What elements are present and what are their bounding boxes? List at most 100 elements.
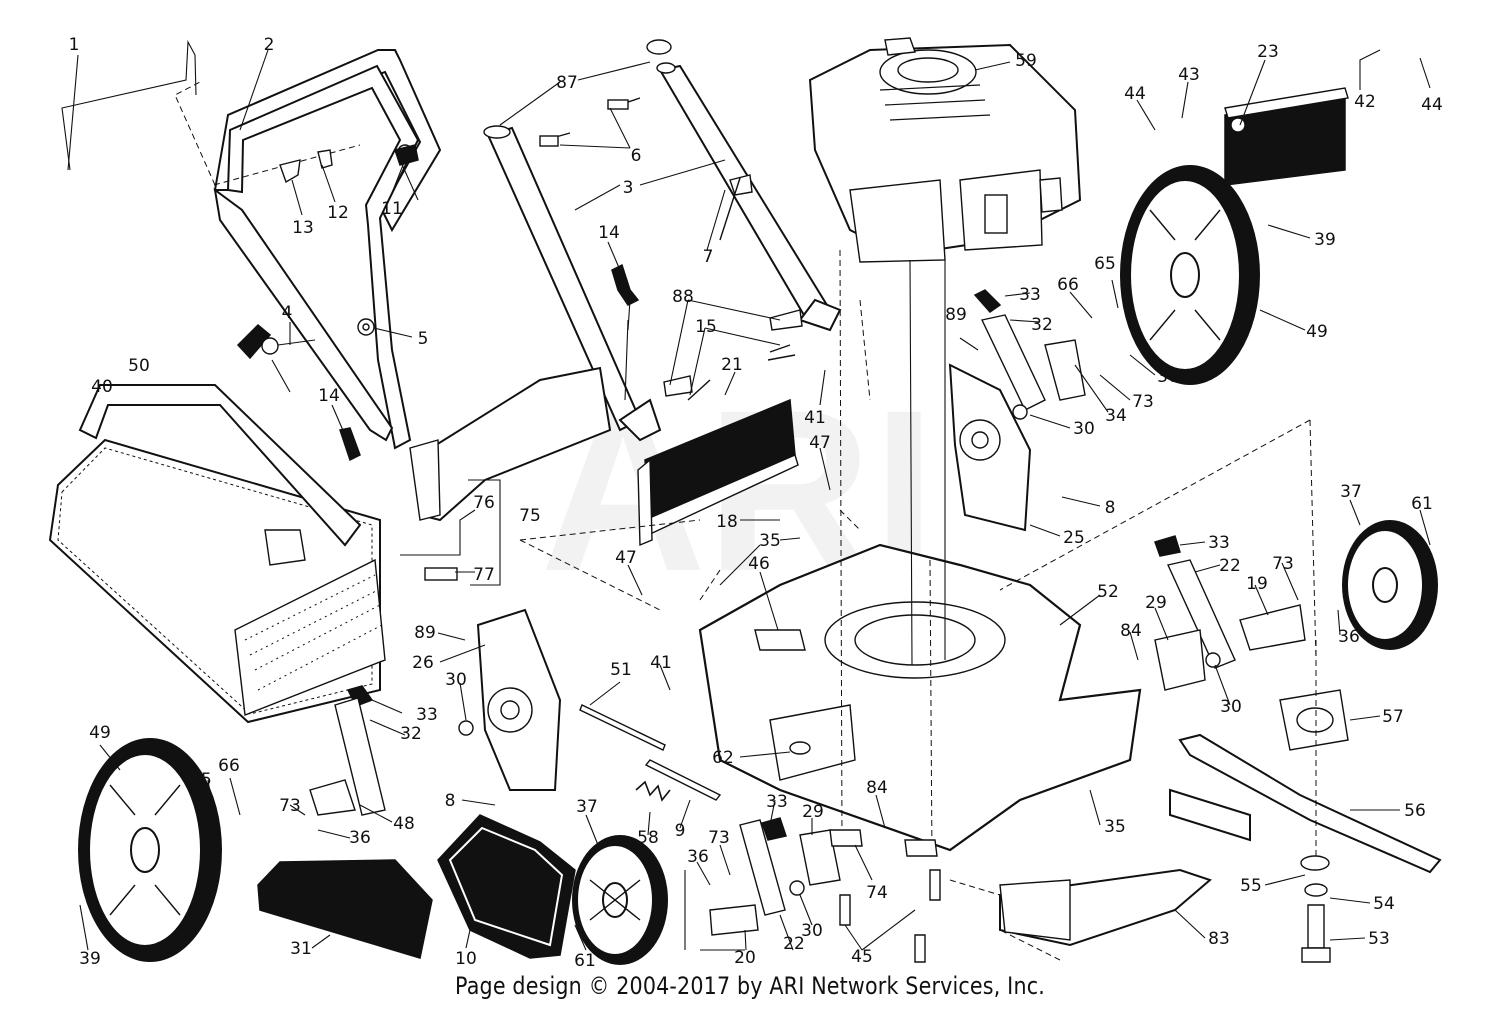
callout: 58 — [637, 828, 659, 848]
callout: 40 — [91, 377, 113, 397]
callout: 13 — [292, 218, 314, 238]
callout: 66 — [218, 756, 240, 776]
callout: 20 — [734, 948, 756, 968]
callout-labels: 1 2 87 6 3 7 59 23 44 43 42 44 39 13 12 … — [69, 35, 1443, 971]
copyright-footer: Page design © 2004-2017 by ARI Network S… — [455, 972, 1045, 1000]
callout: 15 — [695, 317, 717, 337]
callout: 36 — [1338, 627, 1360, 647]
assembly-guides — [519, 299, 1311, 961]
callout: 10 — [455, 949, 477, 969]
callout: 4 — [282, 303, 293, 323]
callout: 3 — [623, 178, 634, 198]
callout: 9 — [675, 821, 686, 841]
callout: 47 — [809, 433, 831, 453]
callout: 18 — [716, 512, 738, 532]
callout: 26 — [412, 653, 434, 673]
callout: 45 — [851, 947, 873, 967]
callout: 73 — [1272, 554, 1294, 574]
callout: 30 — [1073, 419, 1095, 439]
callout: 22 — [1219, 556, 1241, 576]
callout: 8 — [445, 791, 456, 811]
callout: 30 — [801, 921, 823, 941]
height-adjuster-left — [309, 608, 562, 816]
callout: 75 — [519, 506, 541, 526]
callout: 83 — [1208, 929, 1230, 949]
callout: 42 — [1354, 92, 1376, 112]
callout: 37 — [576, 797, 598, 817]
rear-axle — [579, 704, 722, 802]
callout: 84 — [866, 778, 888, 798]
callout: 48 — [393, 814, 415, 834]
callout: 62 — [712, 748, 734, 768]
deck-skirt — [999, 788, 1251, 947]
callout: 25 — [1063, 528, 1085, 548]
callout: 36 — [349, 828, 371, 848]
callout: 55 — [1240, 876, 1262, 896]
callout: 33 — [766, 792, 788, 812]
callout: 36 — [687, 847, 709, 867]
rear-flap — [637, 398, 799, 547]
leader-lines — [67, 49, 1431, 951]
callout: 12 — [327, 203, 349, 223]
wheel-front-left — [572, 835, 668, 965]
callout: 22 — [783, 934, 805, 954]
height-adjuster-right — [948, 289, 1086, 532]
callout: 57 — [1382, 707, 1404, 727]
callout: 50 — [128, 356, 150, 376]
callout: 65 — [190, 770, 212, 790]
callout: 65 — [1094, 254, 1116, 274]
callout: 76 — [473, 493, 495, 513]
callout: 35 — [759, 531, 781, 551]
callout: 1 — [69, 35, 80, 55]
callout: 14 — [318, 386, 340, 406]
callout: 61 — [1411, 494, 1433, 514]
callout: 49 — [1306, 322, 1328, 342]
height-adjuster-front — [709, 535, 1306, 936]
engine — [808, 37, 1082, 263]
callout: 2 — [264, 35, 275, 55]
callout: 19 — [1246, 574, 1268, 594]
callout: 30 — [1220, 697, 1242, 717]
callout: 11 — [381, 199, 403, 219]
wheel-rear-right — [1120, 165, 1260, 385]
rear-deflector — [400, 366, 612, 586]
wheel-front-right — [1342, 520, 1438, 650]
callout: 33 — [416, 705, 438, 725]
handle-lower — [483, 39, 842, 442]
callout: 59 — [1015, 51, 1037, 71]
callout: 88 — [672, 287, 694, 307]
callout: 29 — [802, 802, 824, 822]
callout: 39 — [1314, 230, 1336, 250]
callout: 36 — [1157, 367, 1179, 387]
callout: 87 — [556, 73, 578, 93]
wheel-rear-left — [78, 738, 222, 962]
callout: 89 — [414, 623, 436, 643]
callout: 5 — [418, 329, 429, 349]
callout: 84 — [1120, 621, 1142, 641]
callout: 73 — [1132, 392, 1154, 412]
callout: 41 — [804, 408, 826, 428]
callout: 66 — [1057, 275, 1079, 295]
callout: 29 — [1145, 593, 1167, 613]
callout: 33 — [1208, 533, 1230, 553]
callout: 51 — [610, 660, 632, 680]
callout: 33 — [1019, 285, 1041, 305]
callout: 6 — [631, 146, 642, 166]
callout: 43 — [1178, 65, 1200, 85]
blade-assembly — [1178, 419, 1442, 963]
callout: 21 — [721, 355, 743, 375]
callout: 34 — [1105, 406, 1127, 426]
wheel-covers — [257, 87, 1349, 959]
callout: 73 — [279, 796, 301, 816]
callout: 56 — [1404, 801, 1426, 821]
deck-brackets — [829, 829, 941, 963]
callout: 8 — [1105, 498, 1116, 518]
callout: 31 — [290, 939, 312, 959]
callout: 41 — [650, 653, 672, 673]
callout: 39 — [79, 949, 101, 969]
callout: 47 — [615, 548, 637, 568]
callout: 23 — [1257, 42, 1279, 62]
callout: 7 — [703, 247, 714, 267]
handle-knobs — [236, 97, 803, 462]
callout: 61 — [574, 951, 596, 971]
